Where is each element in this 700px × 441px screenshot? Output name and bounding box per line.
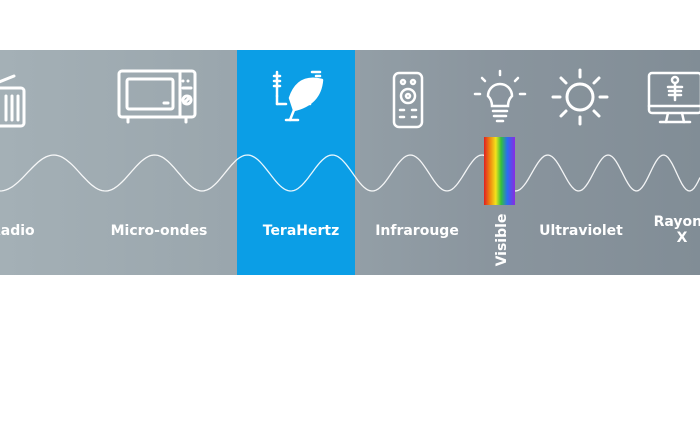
- radio-icon: [0, 74, 26, 128]
- band-label-visible: Visible: [494, 213, 510, 267]
- band-label-radio: Radio: [0, 223, 35, 239]
- band-label-x: X: [676, 230, 688, 246]
- sun-icon: [551, 68, 609, 126]
- band-label-rayons: Rayons: [653, 214, 700, 230]
- band-label-infrarouge: Infrarouge: [375, 223, 459, 239]
- microwave-icon: [117, 69, 197, 124]
- remote-control-icon: [392, 71, 424, 129]
- band-label-micro-ondes: Micro-ondes: [110, 223, 208, 239]
- satellite-dish-icon: [272, 70, 324, 122]
- light-bulb-icon: [473, 69, 527, 123]
- x-ray-monitor-icon: [647, 71, 700, 124]
- wave-line: [0, 154, 700, 192]
- spectrum-band: Radio Micro-ondes TeraHertz Infrarouge V…: [0, 50, 700, 275]
- visible-spectrum-bar: [484, 137, 515, 205]
- band-label-rayons-x: Rayons X: [644, 214, 700, 246]
- band-label-ultraviolet: Ultraviolet: [539, 223, 623, 239]
- band-label-terahertz: TeraHertz: [262, 223, 340, 239]
